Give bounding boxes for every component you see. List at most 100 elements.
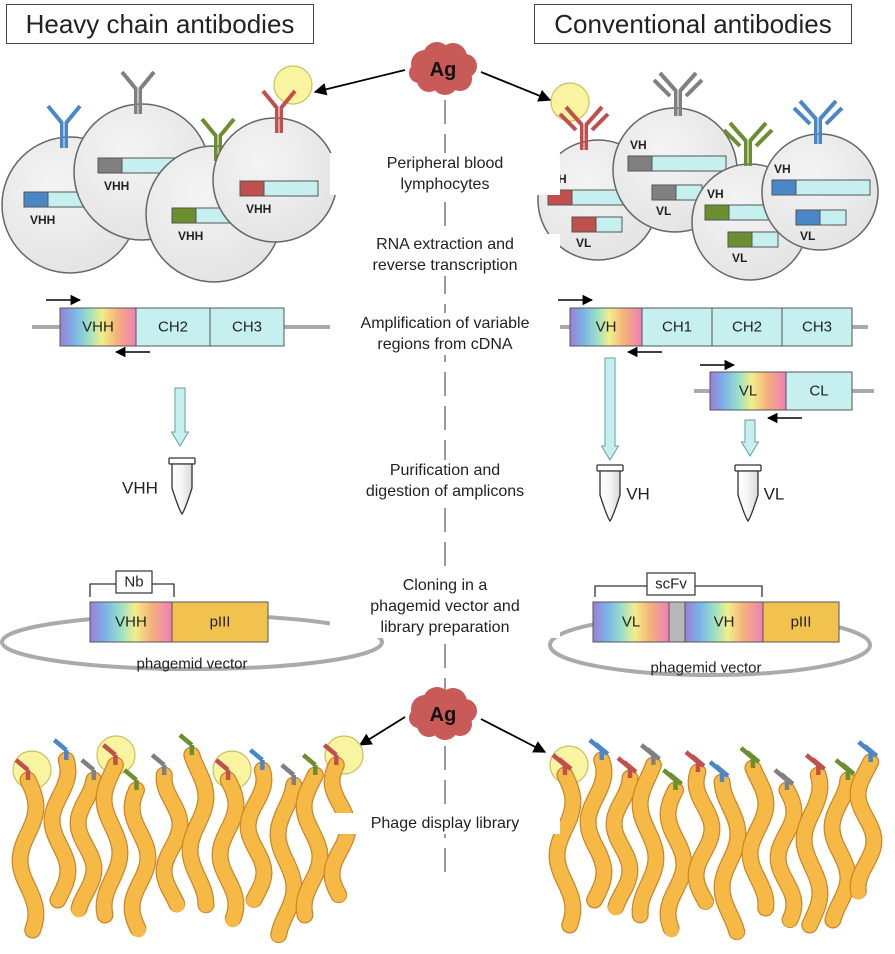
vl-gene-lymphocyte-blue-conv: VL (795, 209, 847, 243)
phage-body (12, 772, 44, 938)
phage-heavy-6 (178, 733, 215, 914)
antibody-lymphocyte-gray-heavy (120, 70, 156, 114)
phage-heavy-8 (239, 748, 273, 909)
step-amplification-line-1: Amplification of variable (360, 315, 530, 332)
antibody-arm (279, 89, 297, 110)
displayed-fragment-light-arm (622, 760, 638, 774)
antigen-bottom: Ag (409, 687, 477, 740)
displayed-fragment-light-arm (810, 757, 826, 771)
nb-label: Nb (124, 574, 143, 591)
vl-gene-lymphocyte-green-conv: VL (727, 231, 779, 265)
antibody-lymphocyte-blue-conv (792, 99, 844, 144)
antibody-stem (818, 118, 822, 144)
vector-vhh-segment (89, 601, 173, 643)
constant-segment (711, 307, 783, 347)
variable-region (571, 216, 597, 233)
antibody-heavy-arm (564, 105, 584, 127)
phage-conventional-4 (659, 768, 693, 939)
antibody-lymphocyte-green-conv (722, 121, 774, 166)
antigen-lobe (425, 697, 461, 733)
phage-body (296, 767, 328, 923)
phage-conventional-9 (795, 753, 829, 934)
variable-region (23, 191, 49, 208)
phage-body (124, 782, 156, 938)
antibody-stem (60, 122, 64, 148)
scfv-label-box (646, 572, 696, 596)
step-purification-line-1: Purification and (389, 462, 501, 479)
antigen-top: Ag (409, 42, 477, 95)
displayed-fragment-light-arm (594, 742, 610, 756)
scfv-label: scFv (655, 576, 687, 593)
lymphocyte-red-heavy (212, 117, 338, 243)
arrow-antigen-to-heavy-library (358, 716, 406, 746)
constant-segment (135, 307, 211, 347)
displayed-fragment-arm (280, 763, 296, 777)
antibody-lymphocyte-red-conv (550, 82, 610, 150)
phage-conventional-10 (823, 758, 857, 929)
displayed-fragment-arm (322, 743, 338, 757)
gene-label: VL (732, 251, 747, 265)
vector-piii-segment (171, 601, 269, 643)
antibody-light-arm (722, 128, 742, 148)
displayed-fragment-arm (101, 743, 117, 757)
antibody-lymphocyte-red-heavy (261, 65, 313, 133)
antibody-light-arm (824, 106, 844, 126)
antibody-stem (744, 140, 748, 166)
phagemid-label-conventional: phagemid vector (651, 660, 762, 677)
antibody-arm (64, 104, 82, 125)
phage-heavy-2 (69, 758, 103, 919)
phage-heavy-10 (295, 753, 329, 924)
step-amplification: Amplification of variable regions from c… (330, 313, 560, 355)
tube-label-vhh: VHH (122, 479, 158, 498)
phage-body (850, 754, 882, 900)
phage-body (770, 782, 802, 928)
constant-segment (209, 307, 285, 347)
antibody-stem (674, 90, 678, 116)
step-rna-extraction-line-2: reverse transcription (372, 257, 518, 274)
antigen-label: Ag (430, 704, 457, 726)
antigen-lobe (425, 52, 461, 88)
step-amplification-line-2: regions from cDNA (377, 336, 513, 353)
displayed-fragment-arm (301, 753, 317, 767)
antibody-stem (814, 118, 818, 144)
antigen-binding-highlight (273, 65, 313, 105)
variable-region-label: VH (596, 319, 617, 336)
phage-body (742, 760, 774, 916)
step-rna-extraction-line-1: RNA extraction and (376, 236, 514, 253)
gene-label: VH (707, 187, 724, 201)
step-purification: Purification and digestion of amplicons (330, 460, 560, 502)
phage-body (688, 764, 720, 910)
vector-vl-label: VL (622, 614, 640, 631)
phage-body (824, 772, 856, 928)
variable-region-segment (59, 307, 137, 347)
antibody-heavy-arm (818, 99, 838, 121)
variable-region (727, 231, 753, 248)
phage-body (96, 757, 128, 923)
constant-segment-label: CH1 (662, 319, 692, 336)
gene-label: VL (800, 229, 815, 243)
tube-cap (168, 457, 196, 465)
phage-conventional-6 (708, 760, 747, 941)
antibody-light-arm (754, 128, 774, 148)
constant-segment (641, 307, 713, 347)
phage-body (270, 777, 302, 943)
variable-region (651, 184, 677, 201)
step-rna-extraction: RNA extraction and reverse transcription (330, 234, 560, 276)
antibody-stem (584, 124, 588, 150)
antibody-stem (138, 88, 142, 114)
antibody-lymphocyte-gray-conv (652, 71, 704, 116)
constant-segment-label: CH2 (158, 319, 188, 336)
phage-body (796, 767, 828, 933)
variable-region-segment (709, 371, 787, 411)
phage-conventional-1 (579, 738, 613, 909)
step-cloning-line-2: phagemid vector and (370, 598, 520, 615)
tube-body (737, 470, 759, 523)
vector-vh-segment (684, 601, 764, 643)
gene-label: VH (630, 138, 647, 152)
phage-body (156, 767, 188, 913)
step-lymphocytes-line-2: lymphocytes (400, 176, 490, 193)
displayed-fragment-arm (123, 768, 138, 782)
antigen-lobe (409, 708, 429, 728)
displayed-fragment-arm (248, 748, 264, 762)
